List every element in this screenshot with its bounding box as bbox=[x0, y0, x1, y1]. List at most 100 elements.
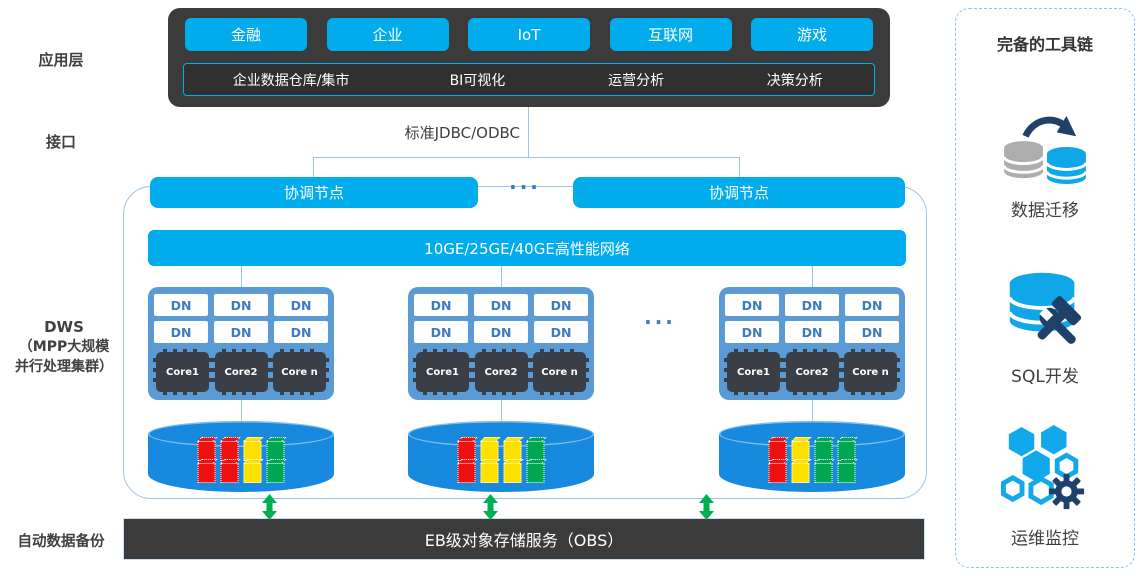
network-bar: 10GE/25GE/40GE高性能网络 bbox=[148, 230, 906, 266]
data-block-green bbox=[526, 441, 545, 461]
data-block-red bbox=[768, 441, 787, 461]
connector-line bbox=[812, 400, 813, 422]
scenario-edw: 企业数据仓库/集市 bbox=[232, 72, 350, 89]
storage-cylinder-1 bbox=[148, 421, 334, 492]
dn-node: DN bbox=[274, 321, 328, 343]
data-block-red bbox=[457, 463, 476, 483]
tool-ops-monitoring: 运维监控 bbox=[997, 425, 1093, 549]
dn-node: DN bbox=[274, 294, 328, 316]
dn-node: DN bbox=[845, 321, 899, 343]
scenario-decision-analysis: 决策分析 bbox=[766, 72, 823, 89]
group-ellipsis: ... bbox=[644, 305, 676, 329]
dn-node: DN bbox=[414, 294, 468, 316]
backup-arrow-icon bbox=[483, 494, 498, 520]
core-chip-row: Core1 Core2 Core n bbox=[153, 349, 329, 395]
core-label: Core2 bbox=[224, 366, 258, 378]
data-block-yellow bbox=[243, 441, 262, 461]
core-chip-row: Core1 Core2 Core n bbox=[724, 349, 900, 395]
dn-grid: DN DN DN DN DN DN bbox=[414, 294, 588, 343]
core-label: Core1 bbox=[737, 366, 770, 378]
core-label: Core n bbox=[281, 366, 318, 378]
layer-label-application: 应用层 bbox=[38, 51, 84, 69]
dn-node: DN bbox=[214, 294, 268, 316]
data-block-yellow bbox=[791, 463, 810, 483]
connector-line bbox=[313, 157, 739, 158]
tool-sql-development: SQL开发 bbox=[997, 263, 1093, 387]
connector-line bbox=[241, 400, 242, 422]
dws-cluster-frame bbox=[123, 186, 927, 499]
jdbc-odbc-label: 标准JDBC/ODBC bbox=[404, 124, 520, 142]
core-label: Core2 bbox=[795, 366, 829, 378]
scenario-bi: BI可视化 bbox=[449, 72, 506, 89]
data-block-red bbox=[197, 441, 216, 461]
industry-finance: 金融 bbox=[185, 18, 307, 51]
scenario-box: 企业数据仓库/集市 BI可视化 运营分析 决策分析 bbox=[183, 63, 875, 96]
data-block-red bbox=[220, 463, 239, 483]
application-layer-box: 金融 企业 IoT 互联网 游戏 企业数据仓库/集市 BI可视化 运营分析 决策… bbox=[168, 8, 890, 107]
industry-gaming: 游戏 bbox=[751, 18, 873, 51]
connector-line bbox=[528, 107, 529, 157]
cylinder-top bbox=[719, 421, 905, 447]
cpu-chip-icon: Core n bbox=[841, 349, 900, 395]
industry-iot: IoT bbox=[468, 18, 590, 51]
dn-node: DN bbox=[534, 321, 588, 343]
dn-group-3: DN DN DN DN DN DN Core1 Core2 Core n bbox=[719, 287, 905, 400]
data-block-red bbox=[197, 463, 216, 483]
backup-arrow-icon bbox=[262, 494, 277, 520]
cpu-chip-icon: Core2 bbox=[211, 349, 271, 395]
tool-label: SQL开发 bbox=[1011, 367, 1079, 387]
cpu-chip-icon: Core n bbox=[270, 349, 329, 395]
dws-subtitle-line1: （MPP大规模 bbox=[18, 339, 110, 355]
dn-group-2: DN DN DN DN DN DN Core1 Core2 Core n bbox=[408, 287, 594, 400]
connector-line bbox=[501, 266, 502, 287]
dn-group-1: DN DN DN DN DN DN Core1 Core2 Core n bbox=[148, 287, 334, 400]
toolchain-title: 完备的工具链 bbox=[996, 35, 1093, 54]
dn-node: DN bbox=[414, 321, 468, 343]
connector-line bbox=[739, 157, 740, 177]
data-block-yellow bbox=[480, 463, 499, 483]
core-label: Core1 bbox=[166, 366, 199, 378]
cpu-chip-icon: Core2 bbox=[782, 349, 842, 395]
industry-row: 金融 企业 IoT 互联网 游戏 bbox=[168, 8, 890, 51]
industry-enterprise: 企业 bbox=[326, 18, 449, 51]
coordinator-node-left: 协调节点 bbox=[150, 177, 478, 208]
layer-label-interface: 接口 bbox=[45, 133, 76, 151]
core-label: Core1 bbox=[426, 366, 459, 378]
core-label: Core n bbox=[541, 366, 578, 378]
dws-title: DWS bbox=[44, 318, 84, 336]
cpu-chip-icon: Core1 bbox=[153, 349, 212, 395]
industry-internet: 互联网 bbox=[609, 18, 732, 51]
connector-line bbox=[812, 266, 813, 287]
data-block-green bbox=[814, 441, 833, 461]
tool-label: 数据迁移 bbox=[1011, 201, 1079, 221]
dn-node: DN bbox=[845, 294, 899, 316]
data-block-green bbox=[814, 463, 833, 483]
data-block-green bbox=[266, 463, 285, 483]
data-block-red bbox=[457, 441, 476, 461]
data-block-green bbox=[526, 463, 545, 483]
dn-node: DN bbox=[154, 294, 208, 316]
data-block-yellow bbox=[480, 441, 499, 461]
data-block-yellow bbox=[791, 441, 810, 461]
core-label: Core2 bbox=[484, 366, 518, 378]
cpu-chip-icon: Core1 bbox=[413, 349, 472, 395]
dn-grid: DN DN DN DN DN DN bbox=[725, 294, 899, 343]
data-block-red bbox=[768, 463, 787, 483]
coordinator-node-right: 协调节点 bbox=[573, 177, 905, 208]
obs-storage-bar: EB级对象存储服务（OBS） bbox=[123, 518, 925, 560]
dn-grid: DN DN DN DN DN DN bbox=[154, 294, 328, 343]
core-label: Core n bbox=[852, 366, 889, 378]
backup-arrow-icon bbox=[699, 494, 714, 520]
tool-label: 运维监控 bbox=[1011, 529, 1079, 549]
data-block-red bbox=[220, 441, 239, 461]
dn-node: DN bbox=[154, 321, 208, 343]
data-block-green bbox=[837, 441, 856, 461]
storage-cylinder-2 bbox=[408, 421, 594, 492]
data-migration-icon bbox=[1002, 115, 1088, 185]
dn-node: DN bbox=[785, 321, 839, 343]
dn-node: DN bbox=[214, 321, 268, 343]
dn-node: DN bbox=[474, 294, 528, 316]
data-block-yellow bbox=[503, 441, 522, 461]
sql-development-icon bbox=[1007, 272, 1082, 344]
